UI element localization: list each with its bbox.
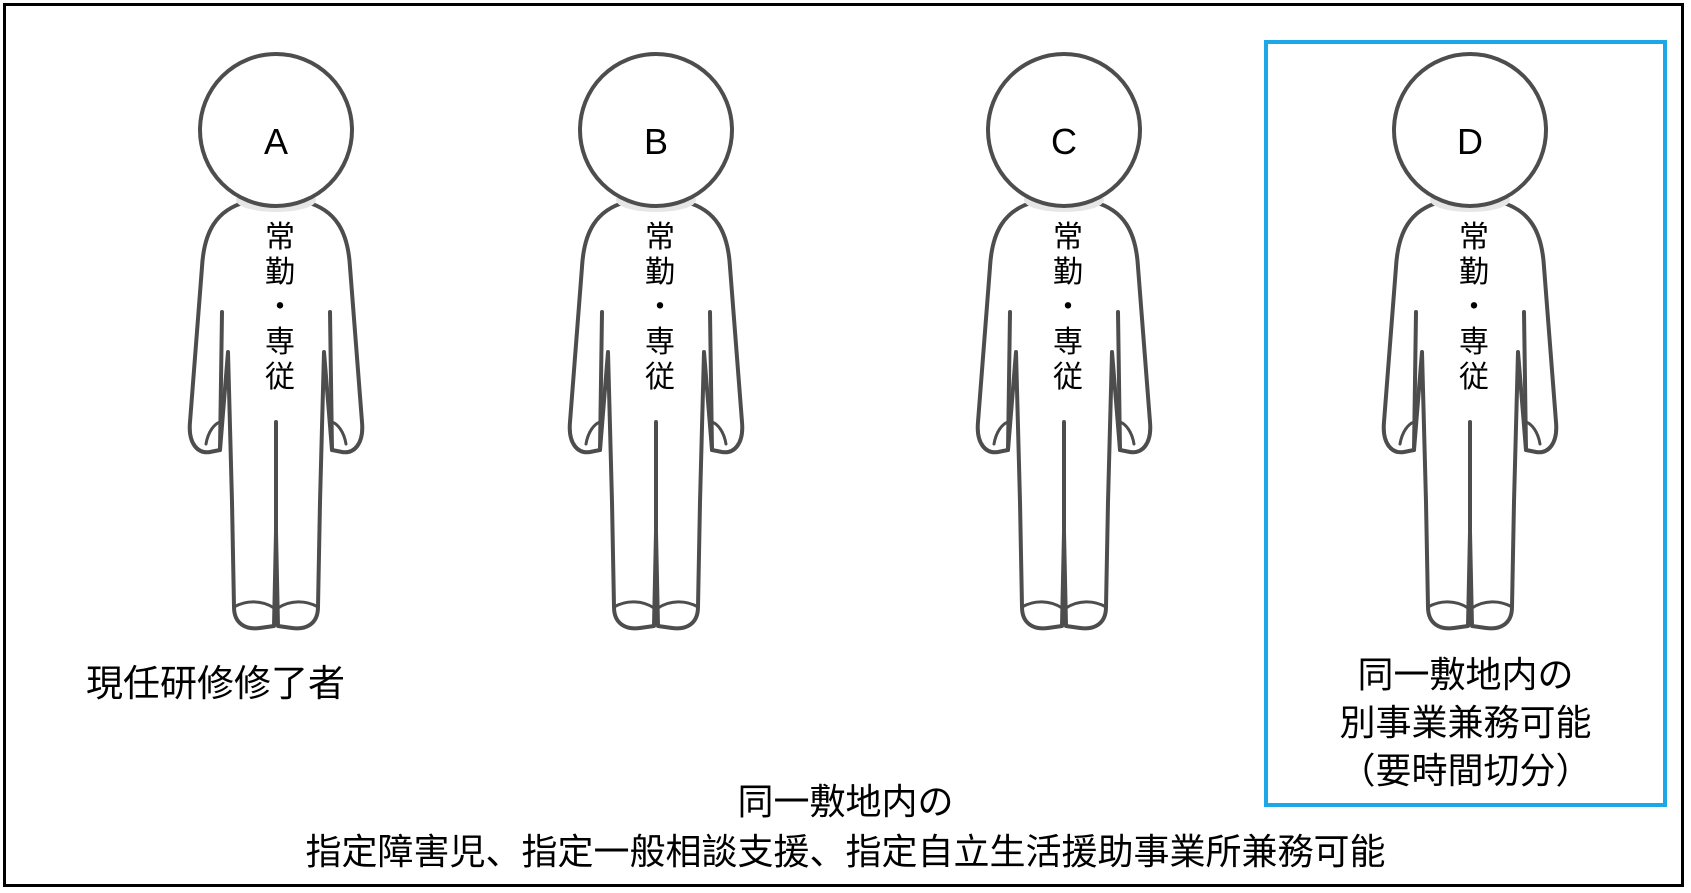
highlight-box-d: [1264, 40, 1667, 807]
caption-d-line2: 別事業兼務可能: [1339, 703, 1592, 744]
caption-d-line1: 同一敷地内の: [1357, 655, 1574, 696]
person-role-char: 専: [1459, 325, 1489, 360]
person-role-char: 常: [1053, 220, 1083, 255]
person-role-char: 専: [265, 325, 295, 360]
caption-a: 現任研修修了者: [86, 662, 345, 705]
person-role-char: ・: [1053, 290, 1083, 325]
person-figure-d: D 常勤・専従: [1370, 52, 1570, 637]
person-role-char: ・: [645, 290, 675, 325]
person-figure-b: B 常勤・専従: [556, 52, 756, 637]
person-outline-icon: [1381, 52, 1559, 631]
person-letter: C: [1051, 121, 1077, 162]
person-role-char: 従: [1459, 360, 1489, 395]
person-letter: B: [643, 121, 668, 162]
person-role-char: 専: [645, 325, 675, 360]
person-role-vertical: 常勤・専従: [640, 220, 680, 395]
caption-bottom-line1: 同一敷地内の: [737, 782, 954, 823]
person-role-char: 常: [1459, 220, 1489, 255]
caption-bottom: 同一敷地内の 指定障害児、指定一般相談支援、指定自立生活援助事業所兼務可能: [40, 778, 1651, 878]
person-role-char: ・: [265, 290, 295, 325]
person-role-char: 勤: [1053, 255, 1083, 290]
person-role-char: 勤: [645, 255, 675, 290]
person-figure-c: C 常勤・専従: [964, 52, 1164, 637]
person-role-char: 勤: [1459, 255, 1489, 290]
person-role-vertical: 常勤・専従: [1048, 220, 1088, 395]
person-outline-icon: [975, 52, 1153, 631]
person-role-char: 専: [1053, 325, 1083, 360]
person-outline-icon: [187, 52, 365, 631]
person-letter: A: [263, 121, 288, 162]
caption-bottom-line2: 指定障害児、指定一般相談支援、指定自立生活援助事業所兼務可能: [305, 832, 1386, 873]
person-role-char: 従: [1053, 360, 1083, 395]
person-outline-icon: [567, 52, 745, 631]
person-role-char: 常: [645, 220, 675, 255]
person-role-vertical: 常勤・専従: [1454, 220, 1494, 395]
person-role-char: 従: [265, 360, 295, 395]
diagram-frame: [3, 3, 1684, 887]
person-role-char: 勤: [265, 255, 295, 290]
person-role-char: ・: [1459, 290, 1489, 325]
person-role-vertical: 常勤・専従: [260, 220, 300, 395]
caption-d: 同一敷地内の 別事業兼務可能 （要時間切分）: [1264, 652, 1667, 796]
person-role-char: 常: [265, 220, 295, 255]
person-figure-a: A 常勤・専従: [176, 52, 376, 637]
person-letter: D: [1457, 121, 1483, 162]
caption-d-line3: （要時間切分）: [1339, 751, 1592, 792]
person-role-char: 従: [645, 360, 675, 395]
